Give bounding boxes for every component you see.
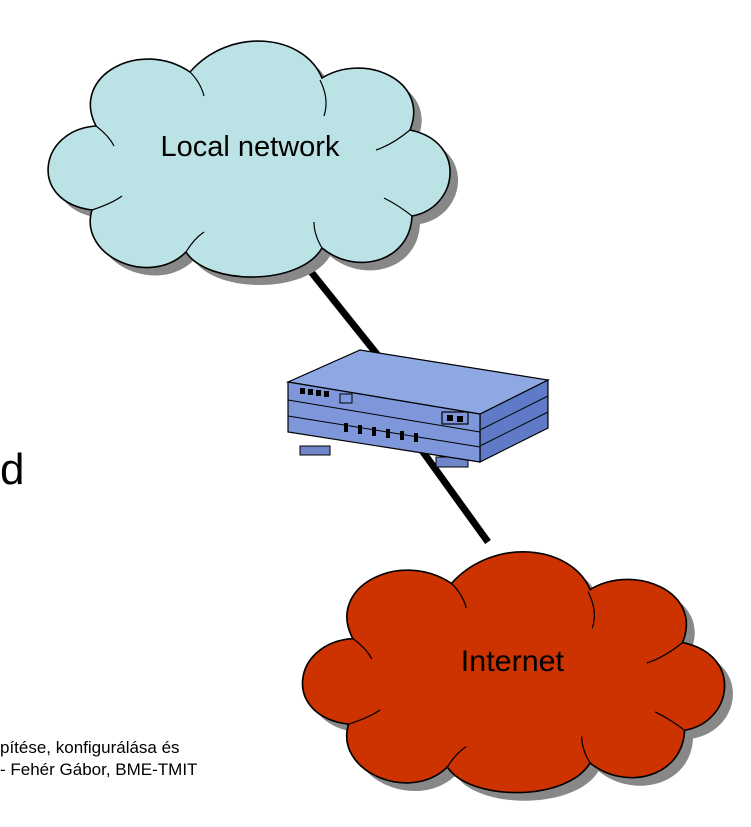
internet-cloud: Internet bbox=[301, 551, 733, 801]
footer-line-2: - Fehér Gábor, BME-TMIT bbox=[0, 760, 198, 779]
partial-slide-text: d bbox=[0, 445, 25, 494]
internet-label: Internet bbox=[461, 646, 565, 679]
router-icon bbox=[285, 349, 550, 468]
footer-line-1: pítése, konfigurálása és bbox=[0, 738, 180, 757]
link-router-internet bbox=[415, 442, 491, 545]
local-network-label: Local network bbox=[161, 131, 340, 163]
local-network-cloud: Local network bbox=[47, 40, 459, 286]
